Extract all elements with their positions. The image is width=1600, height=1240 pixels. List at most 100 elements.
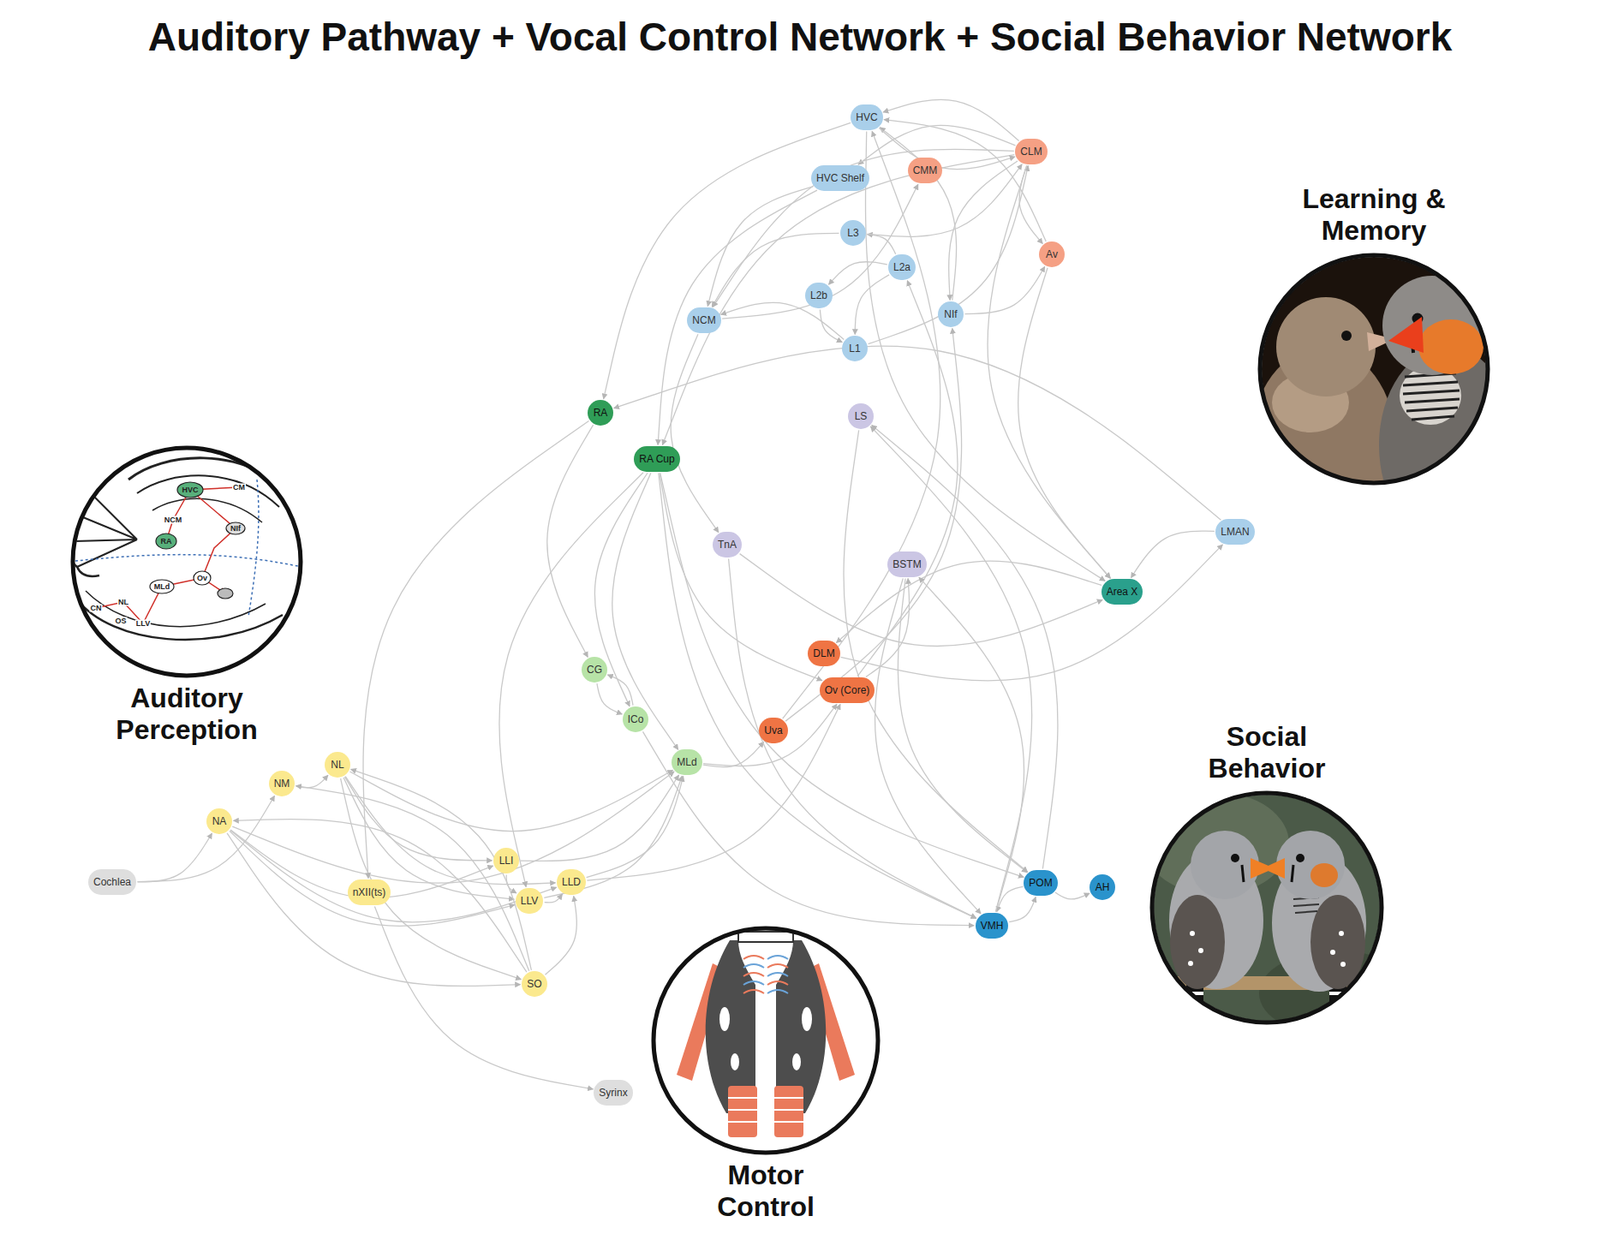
connector bbox=[607, 674, 633, 706]
connector bbox=[870, 426, 1032, 913]
connector bbox=[865, 578, 910, 677]
brain-region-node: VMH bbox=[975, 913, 1009, 939]
connector bbox=[226, 833, 520, 987]
connector bbox=[544, 894, 563, 903]
connector bbox=[659, 472, 823, 681]
inset-label: NIf bbox=[229, 525, 242, 533]
connector bbox=[987, 165, 1111, 579]
region-name: Cochlea bbox=[93, 877, 132, 888]
brain-schematic bbox=[68, 447, 302, 676]
brain-region-node: NA bbox=[206, 808, 233, 835]
connector bbox=[519, 775, 679, 861]
region-name: LLI bbox=[499, 855, 514, 866]
connector bbox=[232, 771, 675, 884]
connector bbox=[728, 558, 977, 919]
connector bbox=[868, 165, 1029, 344]
brain-region-node: ICo bbox=[622, 706, 650, 733]
connector bbox=[340, 778, 522, 980]
region-name: BSTM bbox=[892, 559, 921, 570]
connector bbox=[499, 472, 644, 888]
region-name: DLM bbox=[812, 648, 835, 659]
brain-region-node: Uva bbox=[758, 717, 788, 744]
brain-region-node: BSTM bbox=[887, 551, 926, 578]
region-name: LLV bbox=[520, 895, 538, 907]
region-name: SO bbox=[526, 979, 542, 990]
brain-region-node: L2b bbox=[805, 282, 833, 309]
connector bbox=[232, 819, 526, 974]
brain-region-node: Av bbox=[1038, 241, 1065, 268]
connector bbox=[707, 186, 813, 307]
region-name: CLM bbox=[1020, 146, 1042, 157]
brain-region-node: LLD bbox=[556, 869, 586, 896]
inset-label: CM bbox=[232, 483, 246, 492]
region-name: CG bbox=[586, 664, 603, 675]
region-name: RA bbox=[593, 407, 609, 418]
region-name: L3 bbox=[847, 227, 859, 239]
connector bbox=[865, 131, 1105, 582]
connector bbox=[374, 906, 593, 1089]
illustration-circle: Motor Control bbox=[653, 928, 878, 1153]
connector bbox=[879, 127, 956, 301]
connector bbox=[835, 561, 1102, 643]
region-name: CMM bbox=[913, 165, 938, 176]
brain-region-node: RA bbox=[587, 400, 614, 426]
connector bbox=[964, 266, 1045, 314]
finch-pair-photo bbox=[1143, 788, 1414, 1037]
brain-region-node: CLM bbox=[1014, 138, 1047, 165]
brain-region-node: L1 bbox=[841, 335, 868, 362]
title-bar: Auditory Pathway + Vocal Control Network… bbox=[0, 13, 1600, 60]
heading-holder: Auditory Perception bbox=[105, 682, 269, 747]
region-name: Uva bbox=[764, 725, 783, 736]
connector bbox=[1130, 531, 1214, 579]
brain-region-node: LLI bbox=[493, 847, 520, 874]
region-name: NIf bbox=[943, 309, 957, 320]
region-name: NL bbox=[330, 759, 344, 771]
brain-region-node: NM bbox=[268, 770, 296, 797]
brain-region-node: Syrinx bbox=[593, 1080, 633, 1106]
heading-holder: Social Behavior bbox=[1189, 721, 1344, 785]
region-name: nXII(ts) bbox=[352, 887, 387, 898]
inset-label: CN bbox=[89, 604, 103, 613]
connector bbox=[543, 776, 682, 898]
section-heading: Learning & Memory bbox=[1283, 183, 1464, 247]
connector bbox=[660, 472, 1024, 878]
syrinx-drawing bbox=[653, 928, 878, 1153]
region-name: RA Cup bbox=[638, 453, 675, 465]
connector bbox=[721, 302, 845, 340]
inset-label: Ov bbox=[196, 574, 209, 583]
connector bbox=[229, 830, 515, 926]
connector bbox=[351, 769, 532, 971]
brain-region-node: NIf bbox=[937, 301, 964, 328]
connector bbox=[586, 704, 841, 881]
region-name: ICo bbox=[627, 714, 645, 725]
connector bbox=[703, 704, 837, 766]
inset-label: RA bbox=[160, 537, 174, 546]
region-name: L2a bbox=[893, 262, 911, 273]
connector bbox=[670, 334, 719, 532]
region-name: Syrinx bbox=[598, 1087, 627, 1099]
connector bbox=[614, 346, 1222, 520]
brain-region-node: HVC Shelf bbox=[811, 165, 870, 192]
connector bbox=[712, 149, 1015, 307]
region-name: NA bbox=[212, 816, 227, 827]
brain-region-node: Ov (Core) bbox=[819, 677, 876, 704]
connector bbox=[866, 164, 1022, 238]
region-name: LS bbox=[854, 411, 868, 422]
region-name: NCM bbox=[692, 315, 716, 326]
inset-label: LLV bbox=[135, 620, 151, 628]
connector bbox=[547, 424, 594, 657]
connector bbox=[296, 786, 530, 972]
heading-holder: Motor Control bbox=[697, 1159, 835, 1224]
brain-region-node: Cochlea bbox=[88, 869, 137, 896]
brain-region-node: NL bbox=[324, 752, 351, 778]
region-name: L2b bbox=[810, 290, 828, 301]
illustration-circle: Social Behavior bbox=[1152, 793, 1382, 1023]
region-name: Av bbox=[1045, 249, 1058, 260]
inset-label: OS bbox=[113, 617, 127, 626]
brain-region-node: nXII(ts) bbox=[347, 879, 392, 906]
diagram-title: Auditory Pathway + Vocal Control Network… bbox=[148, 14, 1453, 60]
region-name: TnA bbox=[717, 539, 737, 550]
connector bbox=[657, 190, 818, 445]
